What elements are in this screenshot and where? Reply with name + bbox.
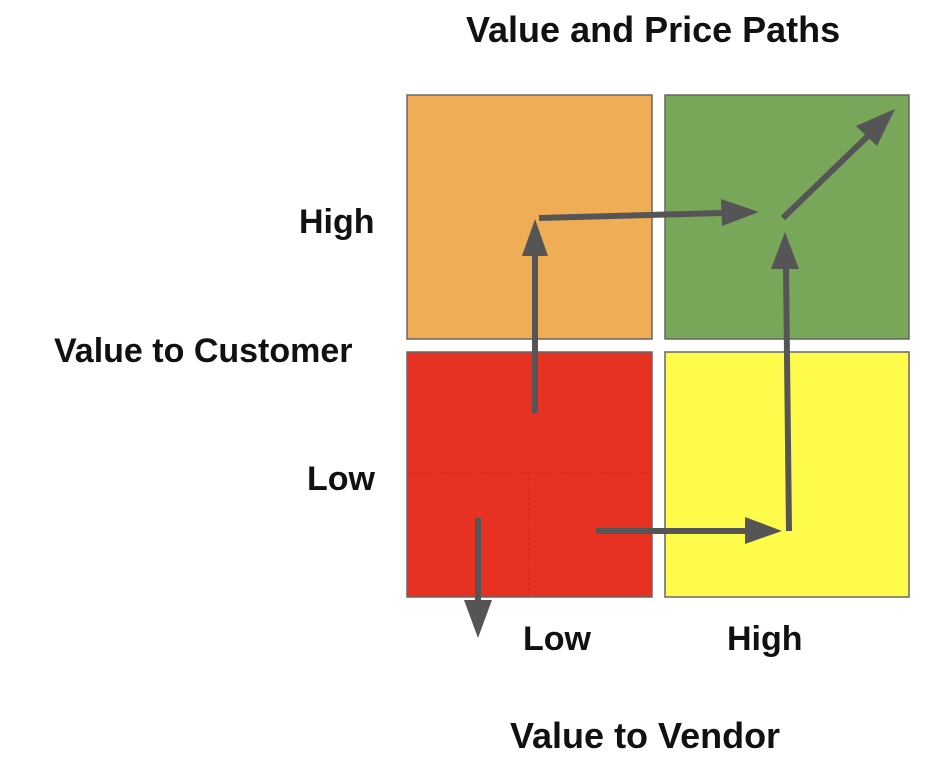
arrow-group xyxy=(464,109,895,638)
arrow-orange-to-green-shaft xyxy=(538,210,723,221)
x-axis-low-label: Low xyxy=(523,620,591,658)
x-axis-high-label: High xyxy=(727,620,803,658)
y-axis-high-label: High xyxy=(299,203,375,241)
arrow-red-to-orange-head xyxy=(522,219,548,256)
arrow-red-down-head xyxy=(464,600,492,638)
arrow-orange-to-green-head xyxy=(721,199,759,226)
arrow-yellow-to-green-shaft xyxy=(783,267,792,532)
arrow-red-to-yellow-head xyxy=(745,517,782,544)
y-axis-low-label: Low xyxy=(307,460,375,498)
y-axis-title: Value to Customer xyxy=(54,332,353,370)
arrow-green-diagonal-head xyxy=(856,109,895,146)
arrow-yellow-to-green-head xyxy=(771,232,799,269)
diagram-title: Value and Price Paths xyxy=(466,9,841,50)
x-axis-title: Value to Vendor xyxy=(510,715,781,756)
arrow-green-diagonal-shaft xyxy=(780,131,873,221)
